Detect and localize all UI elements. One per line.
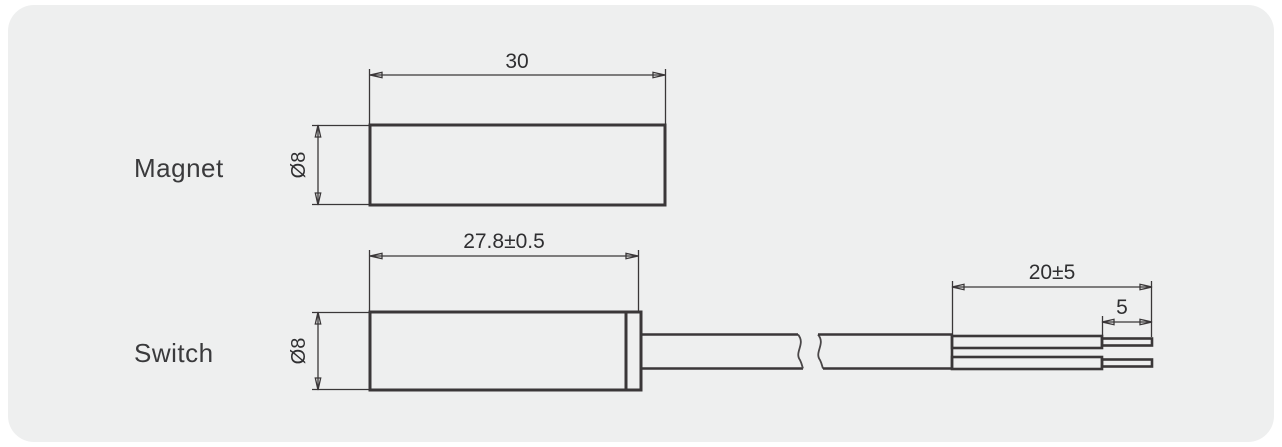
cable-break-left xyxy=(797,333,804,369)
lead-wire-upper-insulation xyxy=(950,334,1104,350)
strip-length-arrow-right xyxy=(1139,318,1153,326)
lead-length-arrow-right xyxy=(1139,283,1153,291)
lead-wire-upper-conductor xyxy=(1100,337,1154,347)
switch-dia-arrow-top xyxy=(314,311,322,325)
magnet-length-value: 30 xyxy=(505,50,528,73)
magnet-dia-value: Ø8 xyxy=(288,152,310,179)
magnet-group: 30 Ø8 Magnet xyxy=(134,50,667,207)
switch-group: 27.8±0.5 Ø8 Switch xyxy=(134,230,1154,392)
lead-length-arrow-left xyxy=(951,283,965,291)
switch-dia-arrow-bottom xyxy=(314,377,322,391)
lead-length-value: 20±5 xyxy=(1029,261,1076,284)
switch-length-arrow-right xyxy=(625,252,639,260)
magnet-label: Magnet xyxy=(134,153,224,183)
switch-length-value: 27.8±0.5 xyxy=(463,230,545,253)
magnet-dia-arrow-bottom xyxy=(314,192,322,206)
strip-length-value: 5 xyxy=(1116,296,1128,319)
lead-wire-lower-conductor xyxy=(1100,358,1154,368)
switch-label: Switch xyxy=(134,338,214,368)
magnet-length-arrow-left xyxy=(369,71,383,79)
magnet-length-arrow-right xyxy=(652,71,666,79)
magnet-body xyxy=(368,123,667,207)
switch-length-arrow-left xyxy=(369,252,383,260)
magnet-dia-arrow-top xyxy=(314,124,322,138)
switch-body-outer xyxy=(368,310,643,392)
cable-break-right xyxy=(817,333,824,369)
switch-dia-value: Ø8 xyxy=(288,338,310,365)
lead-wire-lower-insulation xyxy=(950,355,1104,371)
strip-length-arrow-left xyxy=(1101,318,1115,326)
